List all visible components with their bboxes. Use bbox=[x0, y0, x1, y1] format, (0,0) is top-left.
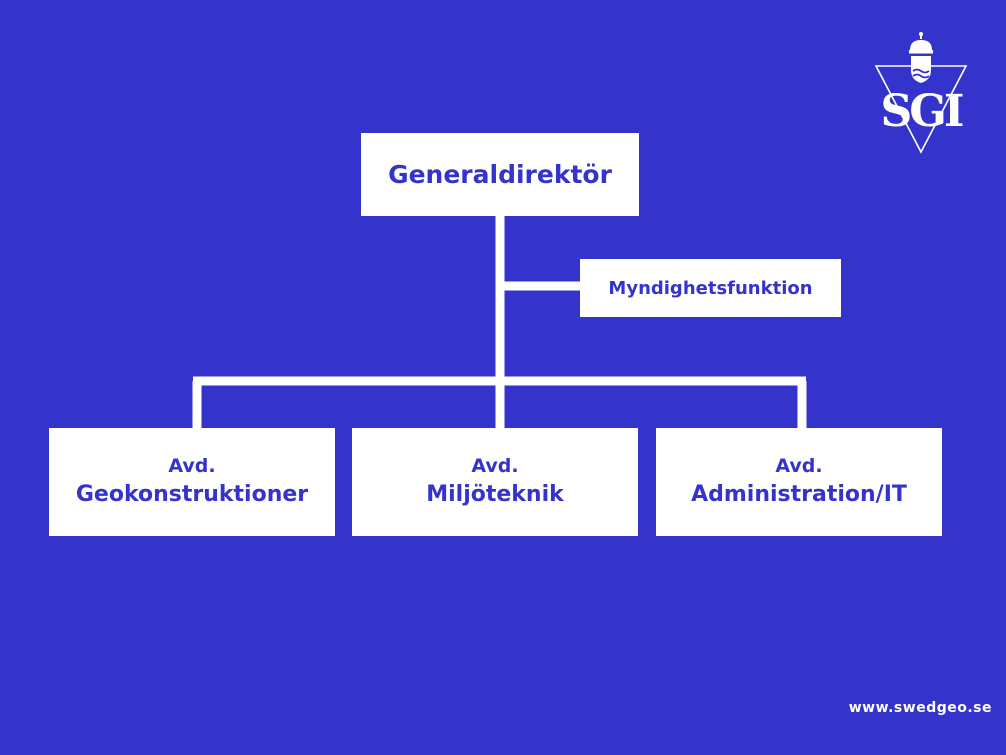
crown-shield-triangle-icon bbox=[874, 32, 968, 154]
sgi-logo: SGI bbox=[874, 32, 968, 154]
node-generaldirektor: Generaldirektör bbox=[361, 133, 639, 216]
node-department-administration-it: Avd. Administration/IT bbox=[656, 428, 942, 536]
department-prefix: Avd. bbox=[775, 455, 823, 478]
department-name: Administration/IT bbox=[691, 481, 907, 507]
node-generaldirektor-label: Generaldirektör bbox=[388, 160, 612, 189]
department-name: Geokonstruktioner bbox=[75, 481, 309, 507]
website-url: www.swedgeo.se bbox=[848, 700, 992, 716]
node-department-miljoteknik: Avd. Miljöteknik bbox=[352, 428, 638, 536]
node-department-geokonstruktioner: Avd. Geokonstruktioner bbox=[49, 428, 335, 536]
department-name: Miljöteknik bbox=[426, 481, 564, 507]
node-myndighetsfunktion: Myndighetsfunktion bbox=[580, 259, 841, 317]
department-prefix: Avd. bbox=[471, 455, 519, 478]
logo-text: SGI bbox=[881, 86, 963, 137]
node-myndighetsfunktion-label: Myndighetsfunktion bbox=[608, 277, 813, 299]
department-prefix: Avd. bbox=[168, 455, 216, 478]
